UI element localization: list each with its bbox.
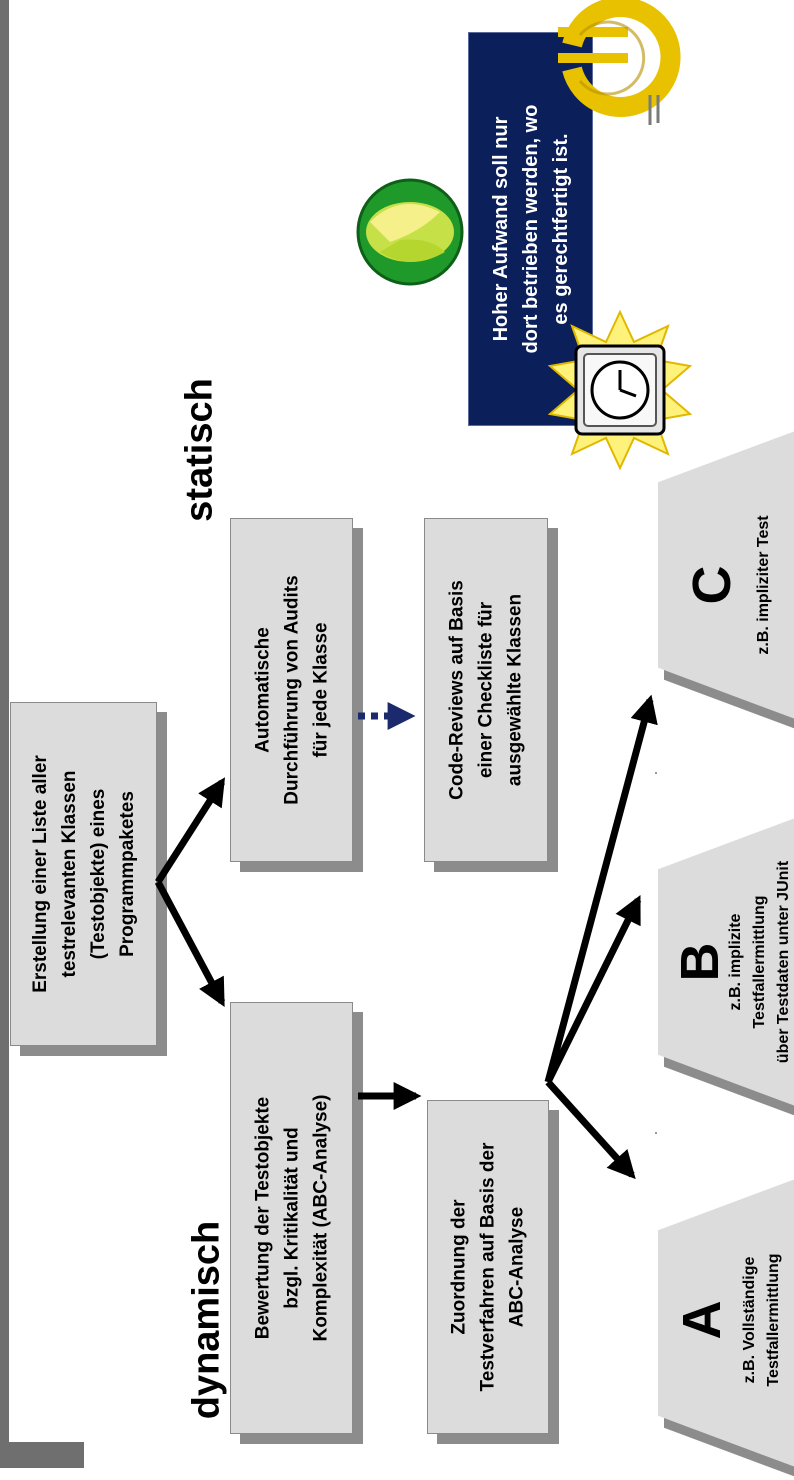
slide-frame-line (0, 0, 9, 1468)
clock-icon (547, 309, 693, 471)
box-reviews: Code-Reviews auf Basis einer Checkliste … (424, 518, 548, 862)
arrow-to-rating (154, 880, 226, 1007)
slide-frame-tab (0, 1442, 84, 1468)
category-c (658, 430, 794, 720)
globe-icon (356, 178, 464, 286)
arrow-to-c (544, 694, 658, 1083)
box-class-list: Erstellung einer Liste aller testrelevan… (10, 702, 157, 1046)
euro-icon (558, 0, 681, 125)
arrow-to-a (545, 1079, 636, 1180)
box-rating: Bewertung der Testobjekte bzgl. Kritikal… (230, 1002, 353, 1434)
callout-box: Hoher Aufwand soll nur dort betrieben we… (468, 32, 593, 426)
box-audits: Automatische Durchführung von Audits für… (230, 518, 353, 862)
arrow-to-audits (155, 777, 226, 884)
separator-dot (655, 772, 657, 774)
arrow-to-b (544, 894, 642, 1084)
separator-dot (655, 1132, 657, 1134)
box-assignment: Zuordnung der Testverfahren auf Basis de… (427, 1100, 549, 1434)
category-b (658, 817, 794, 1107)
category-a (658, 1178, 794, 1468)
